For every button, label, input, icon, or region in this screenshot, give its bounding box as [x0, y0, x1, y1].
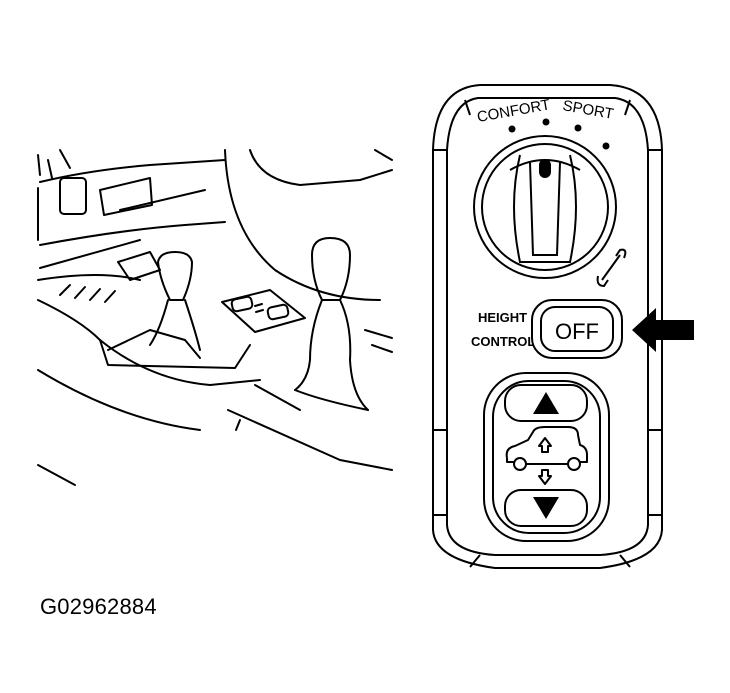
- off-button[interactable]: OFF: [531, 299, 623, 359]
- height-label-line1: HEIGHT: [478, 310, 527, 325]
- height-label-line2: CONTROL: [471, 334, 535, 349]
- dial-position-dots: [508, 118, 610, 150]
- wrench-icon: [596, 248, 627, 288]
- vehicle-height-icon: [505, 426, 588, 485]
- console-illustration: [37, 149, 393, 486]
- left-pointing-arrow-icon: [632, 308, 694, 352]
- lower-button[interactable]: [504, 489, 588, 527]
- control-panel: [432, 84, 663, 569]
- up-triangle-icon: [533, 392, 559, 414]
- mode-right-label: SPORT: [561, 97, 615, 123]
- mode-dial[interactable]: [473, 135, 617, 279]
- off-button-label: OFF: [555, 319, 599, 344]
- raise-button[interactable]: [504, 384, 588, 422]
- mode-left-label: CONFORT: [476, 96, 552, 126]
- height-rocker: [483, 372, 610, 542]
- down-triangle-icon: [533, 497, 559, 519]
- figure-id: G02962884: [40, 594, 157, 619]
